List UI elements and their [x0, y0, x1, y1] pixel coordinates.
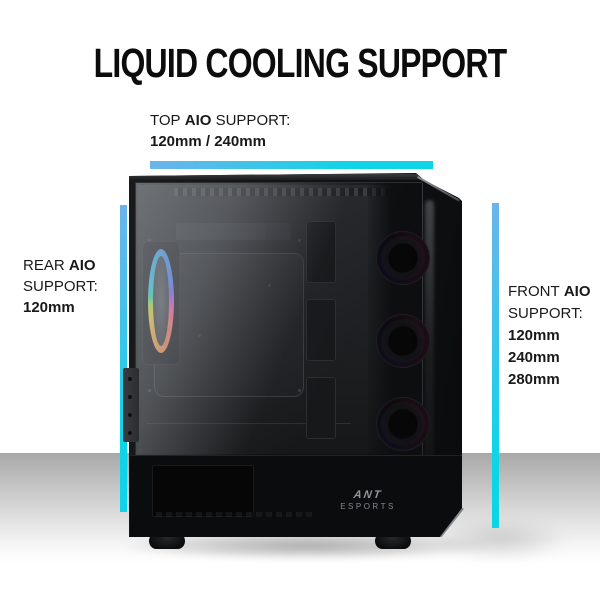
psu-recess	[152, 465, 254, 517]
top-aio-annotation: TOP AIO SUPPORT: 120mm / 240mm	[150, 110, 290, 152]
brand-name: ANT	[352, 489, 384, 501]
case-foot-front	[375, 533, 411, 549]
front-fan-3	[376, 397, 430, 451]
expansion-slot-rail	[123, 368, 139, 442]
thumbscrew	[127, 376, 133, 382]
cable-slot	[306, 221, 336, 283]
rear-aio-bar	[120, 205, 127, 512]
front-aio-value-2: 240mm	[508, 349, 560, 366]
cable-channel	[306, 221, 336, 449]
pc-case: ANT ESPORTS	[113, 172, 464, 552]
brand-subtitle: ESPORTS	[340, 502, 396, 511]
front-fan-1	[376, 231, 430, 285]
page-title: LIQUID COOLING SUPPORT	[93, 40, 508, 86]
front-aio-label: FRONT AIO	[508, 283, 591, 300]
rear-rgb-fan	[148, 249, 174, 353]
brand-logo: ANT ESPORTS	[326, 489, 410, 511]
case-body: ANT ESPORTS	[129, 173, 462, 537]
front-aio-value-3: 280mm	[508, 371, 560, 388]
cable-cutout	[176, 223, 266, 240]
case-top-edge	[129, 174, 421, 180]
front-panel-highlight	[425, 200, 434, 510]
top-aio-value: 120mm / 240mm	[150, 133, 266, 150]
cable-cutout-small	[257, 223, 291, 240]
front-aio-bar	[492, 203, 499, 528]
thumbscrew	[127, 394, 133, 400]
psu-shroud: ANT ESPORTS	[130, 455, 462, 537]
cable-slot	[306, 299, 336, 361]
rear-aio-label: REAR AIO	[23, 257, 96, 274]
thumbscrew	[127, 412, 133, 418]
top-aio-label: TOP AIO SUPPORT:	[150, 112, 291, 129]
front-fan-2	[376, 314, 430, 368]
front-aio-value-1: 120mm	[508, 327, 560, 344]
rear-aio-value: 120mm	[23, 299, 75, 316]
case-foot-rear	[149, 533, 185, 549]
cable-slot	[306, 377, 336, 439]
front-aio-annotation: FRONT AIO SUPPORT: 120mm 240mm 280mm	[508, 281, 598, 391]
top-aio-bar	[150, 161, 433, 169]
case-shadow-right	[430, 520, 570, 560]
rear-aio-annotation: REAR AIO SUPPORT: 120mm	[23, 255, 133, 318]
thumbscrew	[127, 430, 133, 436]
tempered-glass-panel	[135, 182, 430, 457]
shroud-vent	[156, 512, 316, 517]
